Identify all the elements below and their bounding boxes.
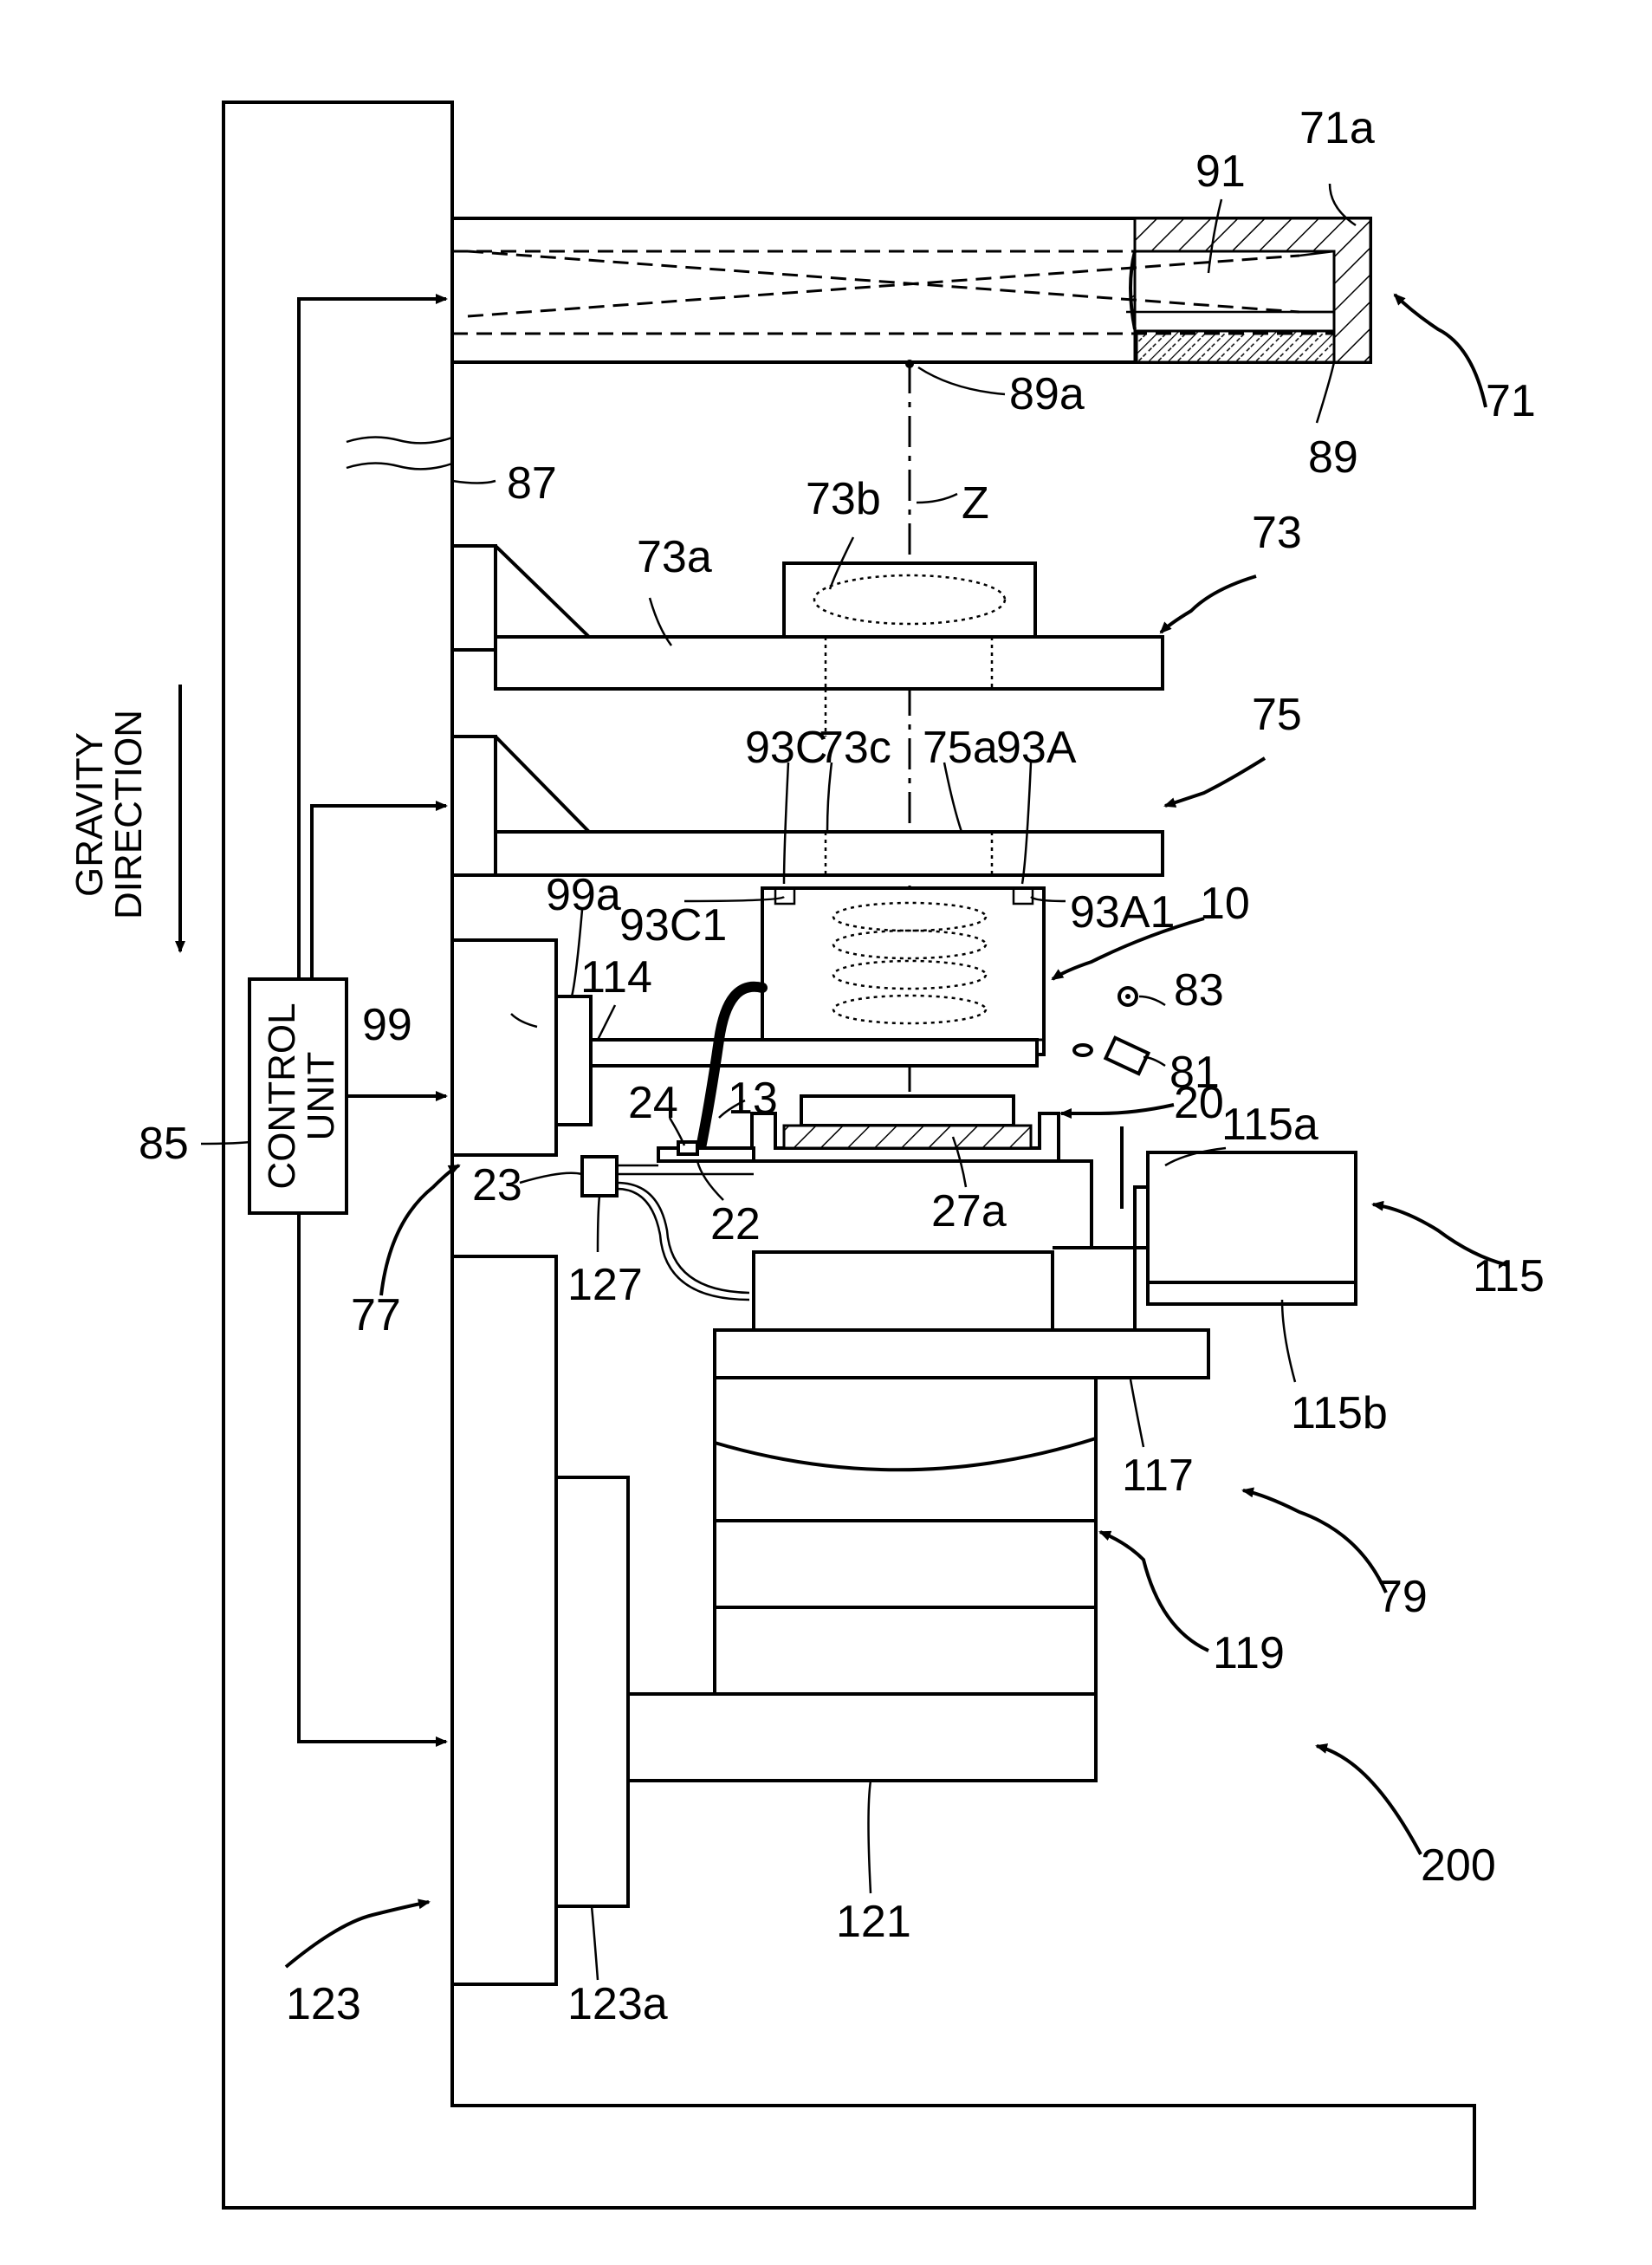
label-89a: 89a	[1009, 369, 1085, 419]
label-87: 87	[507, 458, 557, 509]
label-91: 91	[1195, 146, 1246, 197]
control-unit-label-1: CONTROL	[261, 1003, 303, 1189]
unit-73	[452, 546, 1163, 737]
label-115a: 115a	[1221, 1100, 1318, 1150]
label-117: 117	[1122, 1451, 1194, 1501]
label-71: 71	[1486, 376, 1536, 426]
gravity-label-2: DIRECTION	[107, 710, 150, 919]
gravity-indicator: GRAVITY DIRECTION	[68, 685, 180, 951]
label-24: 24	[628, 1078, 678, 1128]
holder-20	[658, 1096, 1059, 1161]
label-89: 89	[1308, 432, 1358, 483]
label-23: 23	[472, 1160, 522, 1210]
label-75: 75	[1252, 690, 1302, 740]
label-22: 22	[710, 1199, 761, 1249]
label-79: 79	[1377, 1572, 1428, 1622]
label-75a: 75a	[923, 723, 998, 773]
unit-115	[1059, 1126, 1356, 1304]
label-99: 99	[362, 1000, 412, 1050]
label-93a: 93A	[996, 723, 1077, 773]
label-123a: 123a	[567, 1979, 668, 2029]
unit-71	[452, 218, 1370, 362]
label-99a: 99a	[546, 870, 621, 920]
label-115: 115	[1473, 1251, 1545, 1301]
label-27a: 27a	[931, 1186, 1007, 1236]
label-73: 73	[1252, 508, 1302, 558]
label-10: 10	[1200, 879, 1250, 929]
emitter-83	[1119, 988, 1137, 1005]
label-115b: 115b	[1291, 1388, 1388, 1438]
label-114: 114	[580, 952, 652, 1003]
label-73c: 73c	[819, 723, 891, 773]
label-z: Z	[962, 478, 989, 529]
label-93c: 93C	[745, 723, 827, 773]
label-20: 20	[1174, 1078, 1224, 1128]
gravity-label-1: GRAVITY	[68, 732, 111, 897]
emitter-81	[1074, 1038, 1148, 1074]
label-93a1: 93A1	[1070, 887, 1175, 938]
label-13: 13	[728, 1074, 778, 1124]
label-83: 83	[1174, 965, 1224, 1016]
label-71a: 71a	[1299, 103, 1375, 153]
component-10	[762, 888, 1044, 1055]
label-119: 119	[1213, 1628, 1285, 1678]
control-unit-label-2: UNIT	[300, 1052, 342, 1141]
label-85: 85	[139, 1119, 189, 1169]
label-127: 127	[567, 1260, 643, 1310]
label-123: 123	[286, 1979, 361, 2029]
label-73a: 73a	[637, 532, 712, 582]
label-77: 77	[351, 1290, 401, 1340]
unit-123	[452, 1256, 628, 1984]
label-93c1: 93C1	[619, 900, 727, 951]
control-unit-85: CONTROL UNIT	[249, 979, 347, 1213]
label-73b: 73b	[806, 474, 881, 524]
unit-79	[628, 1248, 1208, 1781]
label-200: 200	[1421, 1840, 1496, 1891]
label-121: 121	[836, 1897, 911, 1947]
